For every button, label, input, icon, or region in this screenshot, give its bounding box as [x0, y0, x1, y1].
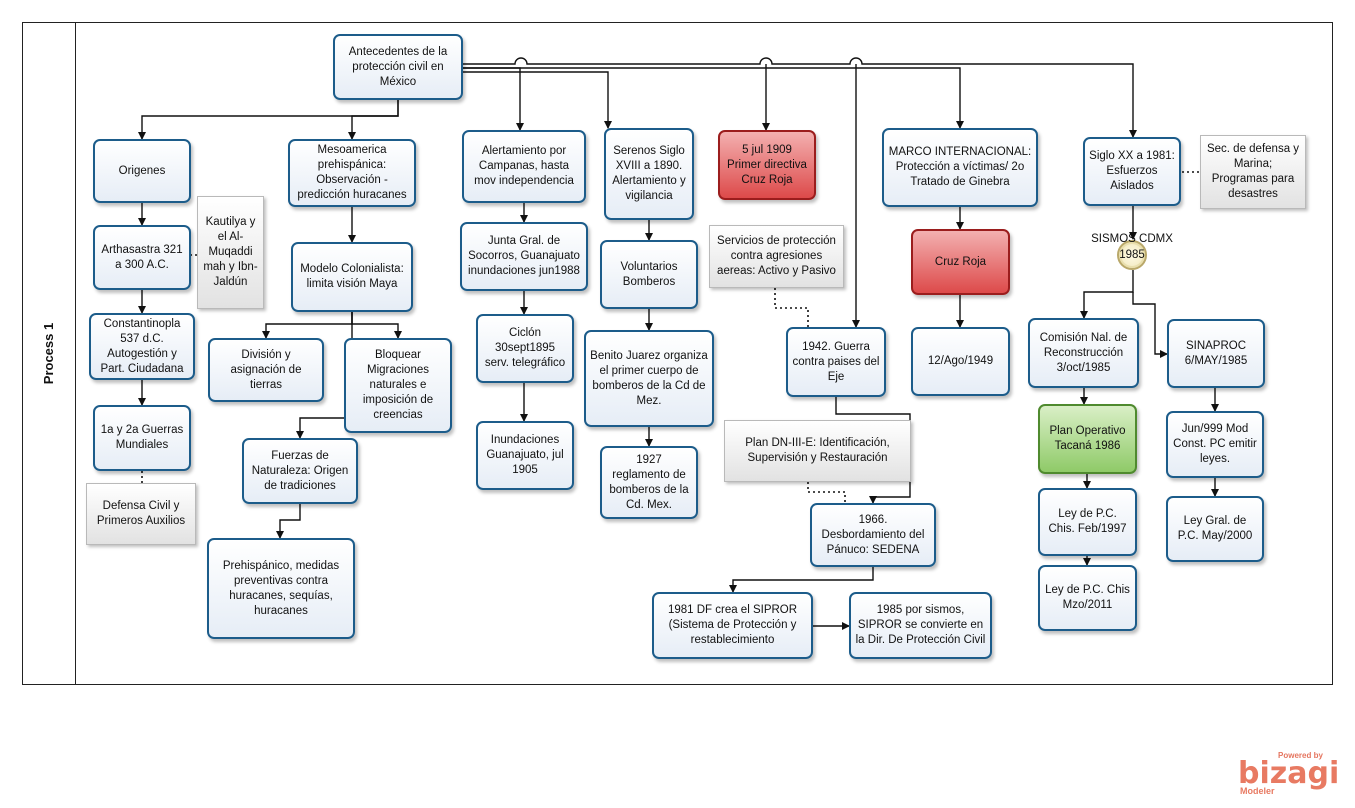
- annotation-plandn: Plan DN-III-E: Identificación, Supervisi…: [724, 420, 911, 482]
- task-voluntarios[interactable]: Voluntarios Bomberos: [600, 240, 698, 309]
- task-sismos1985[interactable]: 1985 por sismos, SIPROR se convierte en …: [849, 592, 992, 659]
- task-guerra1942[interactable]: 1942. Guerra contra paises del Eje: [786, 327, 886, 397]
- task-sigloxx[interactable]: Siglo XX a 1981: Esfuerzos Aislados: [1083, 137, 1181, 206]
- powered-by-text: Powered by: [1278, 751, 1323, 760]
- flow-event-comision: [1080, 270, 1134, 319]
- task-tacana[interactable]: Plan Operativo Tacaná 1986: [1038, 404, 1137, 474]
- task-chis1997[interactable]: Ley de P.C. Chis. Feb/1997: [1038, 488, 1137, 556]
- intermediate-event-icon[interactable]: [1117, 240, 1147, 270]
- annotation-kautilya: Kautilya y el Al-Muqaddi mah y Ibn-Jaldú…: [197, 196, 264, 309]
- event-label: SISMOS CDMX: [1091, 233, 1173, 245]
- assoc-servicios: [774, 288, 809, 327]
- flow-panuco-sipror: [729, 567, 874, 593]
- task-arthasastra[interactable]: Arthasastra 321 a 300 A.C.: [93, 225, 191, 290]
- flow-antecedentes-serenos: [463, 71, 612, 129]
- task-inundaciones[interactable]: Inundaciones Guanajuato, jul 1905: [476, 421, 574, 490]
- lane-header: [22, 22, 76, 685]
- task-cruzroja[interactable]: Cruz Roja: [911, 229, 1010, 295]
- flow-antecedentes-alertamiento: [463, 57, 1137, 138]
- task-jun999[interactable]: Jun/999 Mod Const. PC emitir leyes.: [1166, 411, 1264, 478]
- task-sipror[interactable]: 1981 DF crea el SIPROR (Sistema de Prote…: [652, 592, 813, 659]
- task-antecedentes[interactable]: Antecedentes de la protección civil en M…: [333, 34, 463, 100]
- task-division[interactable]: División y asignación de tierras: [208, 338, 324, 402]
- task-colonialista[interactable]: Modelo Colonialista: limita visión Maya: [291, 242, 413, 312]
- flow-colonialista-bloquear: [351, 312, 402, 339]
- pool: [22, 22, 1333, 685]
- task-chis2011[interactable]: Ley de P.C. Chis Mzo/2011: [1038, 565, 1137, 631]
- flow-colonialista-division: [262, 312, 353, 339]
- event-year: 1985: [1119, 249, 1145, 261]
- task-junta[interactable]: Junta Gral. de Socorros, Guanajuato inun…: [460, 222, 588, 291]
- task-prehispanico[interactable]: Prehispánico, medidas preventivas contra…: [207, 538, 355, 639]
- flow-event-sinaproc: [1132, 292, 1168, 358]
- bizagi-logo: bizagi: [1238, 756, 1340, 791]
- task-sinaproc[interactable]: SINAPROC 6/MAY/1985: [1167, 319, 1265, 388]
- task-mesoamerica[interactable]: Mesoamerica prehispánica: Observación - …: [288, 139, 416, 207]
- assoc-plandn: [807, 482, 846, 503]
- task-leygral[interactable]: Ley Gral. de P.C. May/2000: [1166, 496, 1264, 562]
- task-serenos[interactable]: Serenos Siglo XVIII a 1890. Alertamiento…: [604, 128, 694, 220]
- modeler-text: Modeler: [1240, 786, 1275, 796]
- task-reglamento[interactable]: 1927 reglamento de bomberos de la Cd. Me…: [600, 446, 698, 519]
- flow-fuerzas-prehispanico: [276, 504, 301, 539]
- task-benito[interactable]: Benito Juarez organiza el primer cuerpo …: [584, 330, 714, 427]
- task-panuco[interactable]: 1966. Desbordamiento del Pánuco: SEDENA: [810, 503, 936, 567]
- flow-antecedentes-alertamient2: [463, 67, 524, 131]
- task-jul1909[interactable]: 5 jul 1909 Primer directiva Cruz Roja: [718, 130, 816, 200]
- flow-antecedentes-marco: [463, 67, 964, 129]
- task-ciclon[interactable]: Ciclón 30sept1895 serv. telegráfico: [476, 314, 574, 383]
- task-origenes[interactable]: Origenes: [93, 139, 191, 203]
- flow-antecedentes-mesoamerica: [348, 100, 399, 140]
- flow-antecedentes-origenes: [138, 100, 399, 140]
- annotation-servicios: Servicios de protección contra agresione…: [709, 225, 844, 288]
- annotation-secdefensa: Sec. de defensa y Marina; Programas para…: [1200, 135, 1306, 209]
- task-marco[interactable]: MARCO INTERNACIONAL: Protección a víctim…: [882, 128, 1038, 207]
- task-constantinopla[interactable]: Constantinopla 537 d.C. Autogestión y Pa…: [89, 313, 195, 380]
- task-guerras[interactable]: 1a y 2a Guerras Mundiales: [93, 405, 191, 471]
- task-ago1949[interactable]: 12/Ago/1949: [911, 327, 1010, 396]
- annotation-defensa: Defensa Civil y Primeros Auxilios: [86, 483, 196, 545]
- task-fuerzas[interactable]: Fuerzas de Naturaleza: Origen de tradici…: [242, 438, 358, 504]
- task-bloquear[interactable]: Bloquear Migraciones naturales e imposic…: [344, 338, 452, 433]
- task-alertamiento[interactable]: Alertamiento por Campanas, hasta mov ind…: [462, 130, 586, 203]
- task-comision[interactable]: Comisión Nal. de Reconstrucción 3/oct/19…: [1028, 318, 1139, 388]
